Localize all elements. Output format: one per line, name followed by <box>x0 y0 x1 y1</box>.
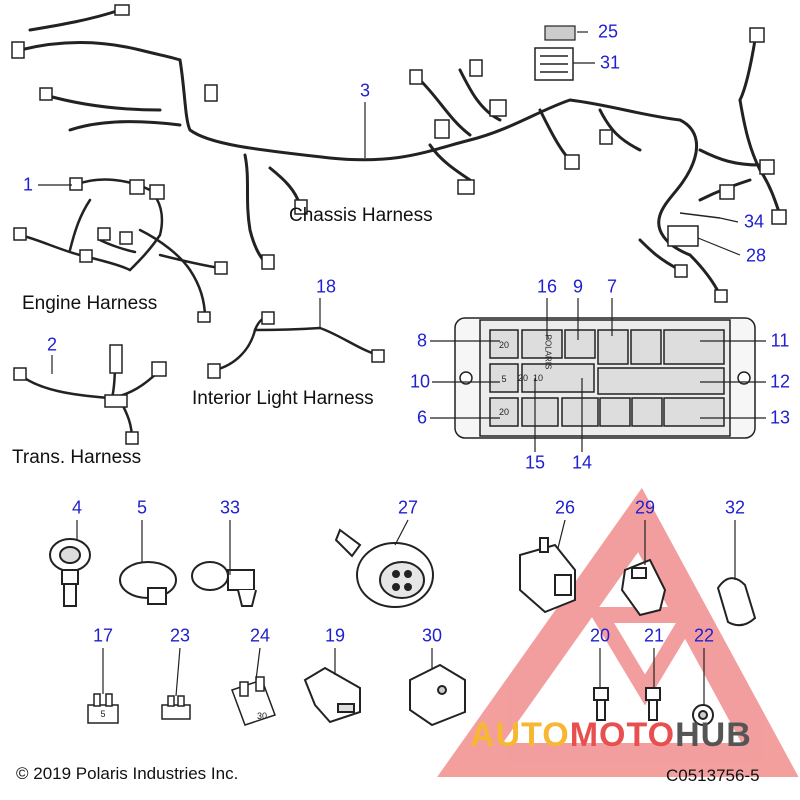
fuse-part-23 <box>161 695 191 720</box>
callout-28: 28 <box>745 245 767 266</box>
fuse-box <box>454 317 756 439</box>
drawing-code: C0513756-5 <box>666 766 760 785</box>
callout-14: 14 <box>571 452 593 473</box>
callout-29: 29 <box>634 497 656 518</box>
callout-15: 15 <box>524 452 546 473</box>
fuse-box-brand: POLARIS <box>543 334 553 370</box>
caption-engine-harness: Engine Harness <box>22 293 158 314</box>
connector-part-31 <box>534 47 574 81</box>
callout-19: 19 <box>324 625 346 646</box>
callout-17: 17 <box>92 625 114 646</box>
callout-16: 16 <box>536 276 558 297</box>
fuse-label-mini-b: 30 <box>256 711 268 721</box>
callout-25: 25 <box>597 21 619 42</box>
fuse-label-mini-a: 5 <box>100 709 106 719</box>
copyright-text: © 2019 Polaris Industries Inc. <box>16 764 239 783</box>
callout-20: 20 <box>589 625 611 646</box>
part-34-28 <box>667 212 721 247</box>
caption-interior-light-harness: Interior Light Harness <box>192 388 374 409</box>
watermark-part-1: AUTO <box>470 716 570 754</box>
nut-part-22 <box>692 704 714 726</box>
callout-3: 3 <box>359 80 371 101</box>
fuse-part-17 <box>87 693 119 724</box>
boot-part-32 <box>716 577 757 627</box>
connector-part-27 <box>334 528 434 608</box>
caption-chassis-harness: Chassis Harness <box>289 205 433 226</box>
callout-4: 4 <box>71 497 83 518</box>
callout-5: 5 <box>136 497 148 518</box>
fuse-label-10a: 10 <box>532 373 544 383</box>
callout-10: 10 <box>409 371 431 392</box>
connector-part-26 <box>519 537 576 614</box>
callout-34: 34 <box>743 211 765 232</box>
callout-12: 12 <box>769 371 791 392</box>
callout-32: 32 <box>724 497 746 518</box>
callout-6: 6 <box>416 407 428 428</box>
interior-light-connectors <box>207 311 385 379</box>
trans-connectors <box>13 344 167 445</box>
callout-22: 22 <box>693 625 715 646</box>
callout-27: 27 <box>397 497 419 518</box>
cap-part-19 <box>303 666 361 724</box>
callout-7: 7 <box>606 276 618 297</box>
stud-part-21 <box>645 687 661 721</box>
callout-24: 24 <box>249 625 271 646</box>
callout-13: 13 <box>769 407 791 428</box>
callout-26: 26 <box>554 497 576 518</box>
watermark-part-3: HUB <box>675 716 752 754</box>
caption-trans-harness: Trans. Harness <box>12 447 142 468</box>
cable-tie-part-5 <box>119 561 177 605</box>
fuse-label-20c: 20 <box>498 407 510 417</box>
callout-2: 2 <box>46 334 58 355</box>
label-part-25 <box>544 25 576 41</box>
block-part-30 <box>409 663 466 727</box>
callout-8: 8 <box>416 330 428 351</box>
callout-1: 1 <box>22 174 34 195</box>
callout-21: 21 <box>643 625 665 646</box>
engine-connectors <box>13 177 228 323</box>
fuse-label-5: 5 <box>501 374 507 384</box>
stud-part-20 <box>593 687 609 721</box>
callout-30: 30 <box>421 625 443 646</box>
fuse-label-20a: 20 <box>498 340 510 350</box>
eye-bolt-part-4 <box>49 538 91 607</box>
fuse-label-20b: 20 <box>517 373 529 383</box>
fuse-part-24 <box>231 676 276 726</box>
watermark-part-2: MOTO <box>569 716 676 754</box>
engine-harness <box>18 178 222 320</box>
clip-part-33 <box>191 561 257 607</box>
watermark-triangle <box>437 487 799 777</box>
callout-11: 11 <box>770 330 790 351</box>
trans-harness <box>18 348 162 442</box>
callout-31: 31 <box>599 52 621 73</box>
chassis-connectors <box>11 4 787 303</box>
callout-23: 23 <box>169 625 191 646</box>
interior-light-harness <box>213 314 380 372</box>
callout-33: 33 <box>219 497 241 518</box>
callout-18: 18 <box>315 276 337 297</box>
connector-part-29 <box>620 558 667 617</box>
watermark-text: AUTOMOTOHUB <box>470 716 752 755</box>
leader-lines <box>38 31 766 705</box>
callout-9: 9 <box>572 276 584 297</box>
